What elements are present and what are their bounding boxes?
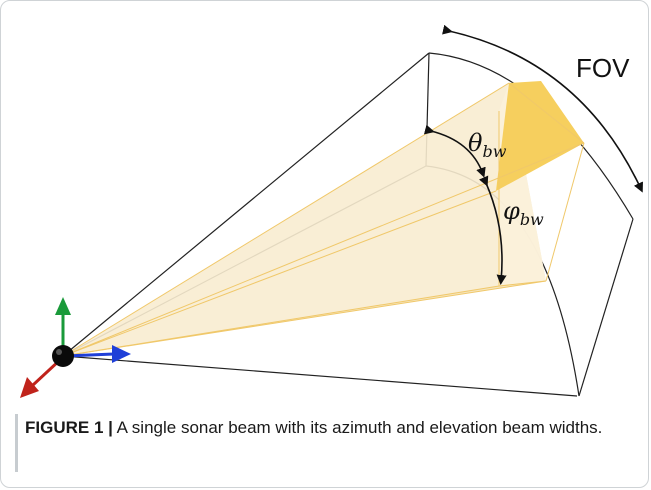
beam-edge-center — [62, 190, 497, 357]
caption-text: A single sonar beam with its azimuth and… — [112, 418, 603, 437]
phi-arc-arrow — [479, 175, 507, 285]
volume-top-edge — [62, 52, 430, 357]
volume-bottom-edge — [62, 355, 578, 397]
beam-edge-lower — [62, 285, 500, 357]
beam-rim-bottom — [498, 280, 547, 287]
angle-annotations — [423, 24, 643, 285]
x-axis-arrow-icon — [112, 345, 131, 363]
fov-label: FOV — [576, 53, 630, 83]
beam-highlight-patch — [496, 81, 584, 191]
sonar-origin-sphere — [52, 345, 74, 367]
figure-caption: FIGURE 1 | A single sonar beam with its … — [25, 414, 625, 441]
caption-label: FIGURE 1 | — [25, 418, 113, 437]
volume-right-edge — [578, 218, 634, 397]
beam-rim-right — [545, 142, 585, 282]
beam-volume-fill — [63, 83, 546, 356]
sonar-beam-diagram: θbw φbw FOV — [20, 24, 643, 398]
fov-arc-arrow — [442, 24, 643, 193]
theta-label: θbw — [468, 129, 507, 161]
z-axis-arrow-icon — [20, 377, 39, 398]
y-axis-arrow-icon — [55, 297, 71, 315]
caption-rule — [15, 414, 18, 472]
coordinate-axes — [20, 297, 131, 398]
sphere-highlight — [56, 349, 62, 355]
phi-label: φbw — [503, 197, 544, 229]
